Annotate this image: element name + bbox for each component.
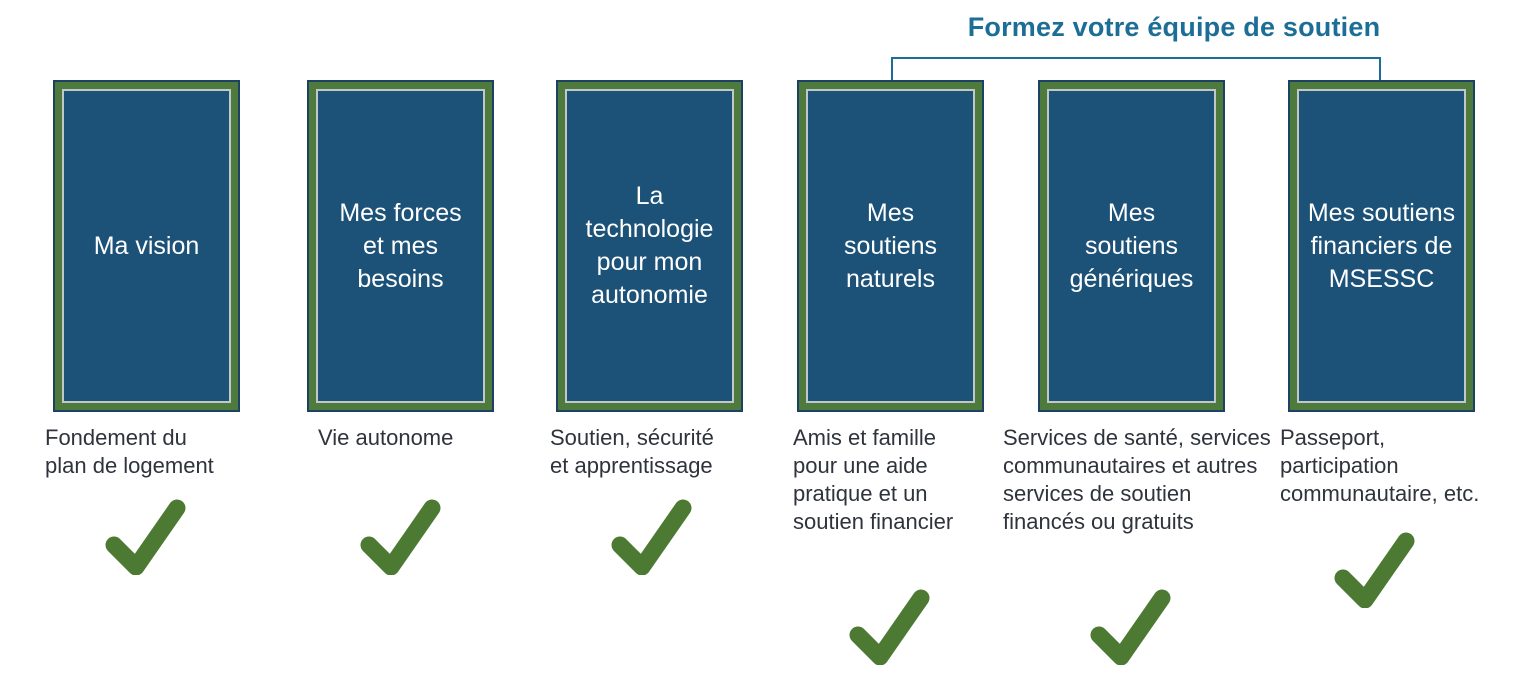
checkmark-icon — [1333, 532, 1415, 608]
checkmark-icon — [359, 499, 441, 575]
caption-technologie: Soutien, sécurité et apprentissage — [550, 425, 714, 478]
card-soutiens-naturels: Mes soutiens naturels — [797, 80, 984, 412]
card-soutiens-financiers: Mes soutiens financiers de MSESSC — [1288, 80, 1475, 412]
checkmark-icon — [848, 589, 930, 665]
caption-soutiens-financiers: Passeport, participation communautaire, … — [1280, 425, 1480, 506]
card-face: Mes soutiens financiers de MSESSC — [1297, 89, 1466, 403]
card-label: Mes soutiens financiers de MSESSC — [1307, 198, 1456, 293]
checkmark-icon — [104, 499, 186, 575]
caption-mes-forces: Vie autonome — [318, 425, 454, 450]
caption-soutiens-generiques: Services de santé, services communautair… — [1003, 425, 1271, 534]
card-label: Ma vision — [93, 231, 200, 260]
team-bracket-title: Formez votre équipe de soutien — [967, 12, 1381, 42]
checkmark-icon — [610, 499, 692, 575]
card-ma-vision: Ma vision — [53, 80, 240, 412]
card-face: Mes forces et mes besoins — [316, 89, 485, 403]
checkmark-icon — [1089, 589, 1171, 665]
card-face: Mes soutiens naturels — [806, 89, 975, 403]
team-bracket-line — [891, 57, 1381, 81]
card-face: La technologie pour mon autonomie — [565, 89, 734, 403]
card-soutiens-generiques: Mes soutiens génériques — [1038, 80, 1225, 412]
card-label: Mes soutiens génériques — [1069, 198, 1194, 293]
card-face: Mes soutiens génériques — [1047, 89, 1216, 403]
caption-ma-vision: Fondement du plan de logement — [45, 425, 214, 478]
caption-soutiens-naturels: Amis et famille pour une aide pratique e… — [793, 425, 954, 534]
card-face: Ma vision — [62, 89, 231, 403]
card-technologie: La technologie pour mon autonomie — [556, 80, 743, 412]
card-label: La technologie pour mon autonomie — [585, 182, 714, 309]
card-label: Mes soutiens naturels — [843, 198, 938, 293]
card-label: Mes forces et mes besoins — [339, 198, 462, 293]
card-mes-forces: Mes forces et mes besoins — [307, 80, 494, 412]
